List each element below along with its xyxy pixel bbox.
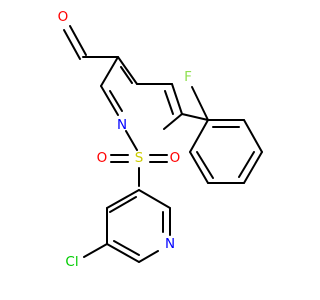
bond-c5-c6-inner (164, 90, 174, 115)
bond-ar4-ar5 (243, 151, 263, 184)
atom-pyridine-n: N (165, 236, 175, 252)
atom-sulfonyl-s: S (135, 150, 144, 166)
bond-py1-py2-inner (109, 196, 137, 213)
atom-pyrrole-n: N (117, 117, 127, 133)
bond-c6-aryl (181, 113, 209, 121)
bond-aldehyde-co-2 (63, 29, 81, 60)
bond-c6-n1 (163, 113, 183, 130)
bond-ar4-ar5-inner (238, 151, 255, 178)
atom-sulfonyl-o-left: O (97, 150, 108, 166)
background (0, 0, 300, 300)
bond-aldehyde-co-1 (69, 25, 87, 56)
bond-py4-npy (138, 250, 159, 263)
bond-py3-py4 (106, 243, 140, 263)
atom-aldehyde-o: O (58, 9, 69, 25)
bond-c3-c4-inner (120, 66, 133, 84)
molecule-structure-diagram: O N S O O N Cl F (0, 0, 300, 300)
bond-ar2-ar3-inner (196, 151, 214, 179)
bond-ar1-f (191, 86, 209, 121)
bond-ar5-ar6 (243, 119, 263, 153)
bond-py3-py4-inner (113, 240, 140, 256)
bond-c2-n1-inner (109, 90, 123, 112)
bond-c3-c2 (100, 56, 119, 87)
atom-labels: O N S O O N Cl F (58, 9, 192, 270)
bond-c3-c4 (117, 56, 138, 85)
atom-fluoro: F (184, 69, 192, 85)
atom-chloro: Cl (65, 254, 78, 270)
bonds (63, 25, 263, 263)
bond-py3-cl (83, 243, 108, 258)
atom-sulfonyl-o-right: O (170, 150, 181, 166)
bond-c2-n1 (100, 85, 119, 116)
bond-py6-py1 (138, 189, 171, 209)
bond-ar1-ar2 (189, 119, 209, 153)
bond-n1-s (125, 130, 138, 151)
bond-c5-c6 (171, 83, 183, 115)
bond-py1-py2 (106, 189, 140, 209)
bond-ar2-ar3 (189, 151, 209, 184)
